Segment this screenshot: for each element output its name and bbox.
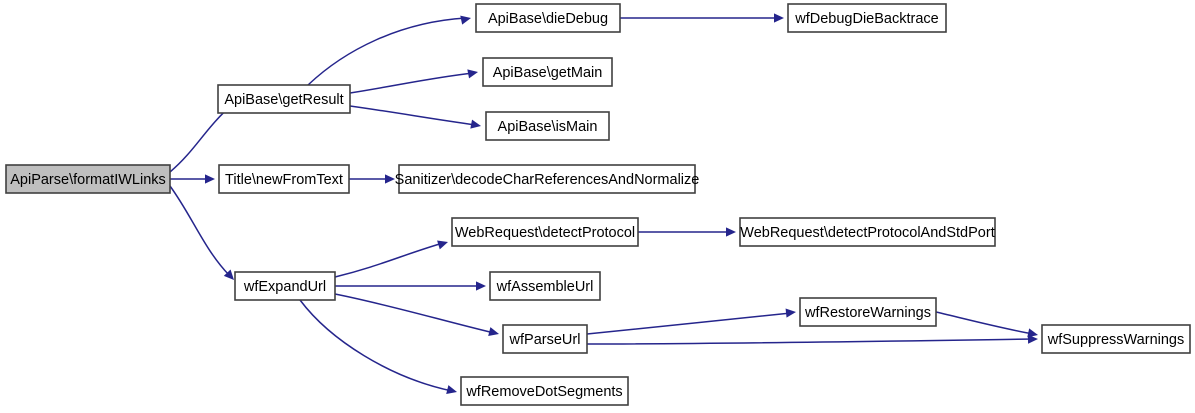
edges-layer [169, 13, 1038, 395]
graph-node-getMain[interactable]: ApiBase\getMain [482, 57, 613, 87]
call-edge [638, 227, 736, 237]
call-edge [586, 334, 1038, 345]
graph-node-wfRestoreWarnings[interactable]: wfRestoreWarnings [799, 297, 937, 327]
graph-node-wfExpandUrl[interactable]: wfExpandUrl [234, 271, 336, 301]
node-label: wfDebugDieBacktrace [794, 11, 938, 27]
call-edge [349, 69, 478, 94]
node-label: ApiBase\getResult [224, 92, 343, 108]
graph-node-getResult[interactable]: ApiBase\getResult [217, 84, 351, 114]
arrowhead-icon [785, 308, 796, 318]
node-label: ApiBase\isMain [498, 119, 598, 135]
call-edge [307, 15, 471, 86]
graph-node-formatIWLinks[interactable]: ApiParse\formatIWLinks [5, 164, 171, 194]
graph-node-isMain[interactable]: ApiBase\isMain [485, 111, 610, 141]
node-label: ApiParse\formatIWLinks [10, 172, 166, 188]
node-box[interactable] [460, 376, 629, 406]
graph-node-detectProtocol[interactable]: WebRequest\detectProtocol [451, 217, 639, 247]
graph-node-dieDebug[interactable]: ApiBase\dieDebug [475, 3, 621, 33]
node-label: ApiBase\dieDebug [488, 11, 608, 27]
graph-node-wfRemoveDotSegments[interactable]: wfRemoveDotSegments [460, 376, 629, 406]
node-label: wfRemoveDotSegments [465, 384, 622, 400]
arrowhead-icon [488, 327, 499, 337]
call-edge [334, 293, 499, 337]
call-edge [299, 299, 457, 395]
arrowhead-icon [446, 385, 457, 395]
arrowhead-icon [1027, 328, 1038, 338]
node-box[interactable] [485, 111, 610, 141]
call-edge [170, 174, 215, 184]
node-label: wfRestoreWarnings [804, 305, 931, 321]
node-box[interactable] [5, 164, 171, 194]
node-box[interactable] [502, 324, 588, 354]
node-box[interactable] [482, 57, 613, 87]
node-label: wfSuppressWarnings [1047, 332, 1184, 348]
graph-node-wfDebugDieBacktrace[interactable]: wfDebugDieBacktrace [787, 3, 947, 33]
arrowhead-icon [470, 119, 481, 129]
arrowhead-icon [1027, 334, 1038, 344]
node-label: wfParseUrl [509, 332, 581, 348]
call-edge [169, 185, 234, 280]
node-box[interactable] [218, 164, 350, 194]
arrowhead-icon [774, 13, 784, 23]
node-label: Title\newFromText [225, 172, 343, 188]
graph-node-newFromText[interactable]: Title\newFromText [218, 164, 350, 194]
arrowhead-icon [205, 174, 215, 184]
call-edge [335, 281, 486, 291]
arrowhead-icon [223, 269, 234, 280]
arrowhead-icon [476, 281, 486, 291]
call-edge [334, 240, 448, 278]
call-edge [586, 308, 796, 335]
call-edge [620, 13, 784, 23]
call-edge [349, 174, 395, 184]
arrowhead-icon [467, 69, 478, 79]
call-edge [935, 311, 1038, 338]
node-box[interactable] [799, 297, 937, 327]
node-box[interactable] [475, 3, 621, 33]
graph-node-decodeCharRef[interactable]: Sanitizer\decodeCharReferencesAndNormali… [395, 164, 700, 194]
node-box[interactable] [1041, 324, 1191, 354]
arrowhead-icon [437, 240, 448, 250]
node-box[interactable] [489, 271, 601, 301]
graph-node-wfAssembleUrl[interactable]: wfAssembleUrl [489, 271, 601, 301]
node-box[interactable] [739, 217, 996, 247]
graph-node-wfParseUrl[interactable]: wfParseUrl [502, 324, 588, 354]
node-label: wfExpandUrl [243, 279, 326, 295]
graph-node-detectProtocolStdPort[interactable]: WebRequest\detectProtocolAndStdPort [739, 217, 996, 247]
node-label: WebRequest\detectProtocol [455, 225, 635, 241]
node-label: wfAssembleUrl [496, 279, 594, 295]
node-box[interactable] [451, 217, 639, 247]
call-edge [349, 105, 481, 129]
node-box[interactable] [398, 164, 696, 194]
node-box[interactable] [217, 84, 351, 114]
node-label: Sanitizer\decodeCharReferencesAndNormali… [395, 172, 700, 188]
node-label: ApiBase\getMain [493, 65, 603, 81]
arrowhead-icon [385, 174, 395, 184]
nodes-layer: ApiParse\formatIWLinks ApiBase\getResultT… [5, 3, 1191, 406]
arrowhead-icon [726, 227, 736, 237]
node-box[interactable] [234, 271, 336, 301]
node-box[interactable] [787, 3, 947, 33]
graph-node-wfSuppressWarnings[interactable]: wfSuppressWarnings [1041, 324, 1191, 354]
arrowhead-icon [460, 15, 471, 25]
node-label: WebRequest\detectProtocolAndStdPort [740, 225, 994, 241]
